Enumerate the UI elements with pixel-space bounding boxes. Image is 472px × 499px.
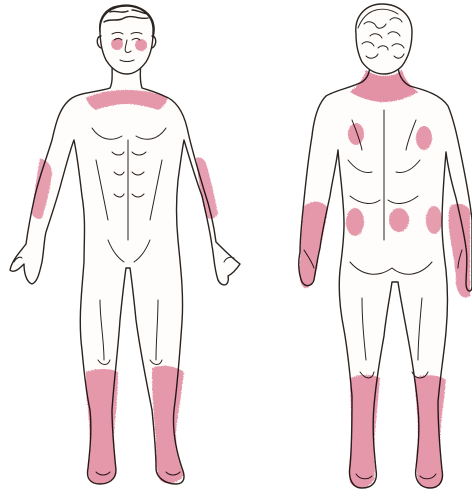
front-body-outline: [10, 62, 240, 484]
back-lesion-lower-leg-right: [414, 375, 446, 488]
back-lesion-scapula-right: [416, 126, 432, 150]
front-figure: [10, 5, 240, 484]
back-lesion-waist-left: [346, 208, 364, 236]
front-lesion-cheek-left: [111, 38, 123, 50]
back-lesion-scapula-left: [348, 123, 364, 145]
front-lesion-cheek-right: [135, 39, 147, 51]
back-figure: [299, 4, 472, 488]
back-lesion-arm-left: [299, 202, 328, 288]
back-lesion-lumbar: [389, 208, 409, 232]
back-lesion-arm-right: [449, 204, 471, 298]
front-lesion-lower-leg-left: [86, 369, 118, 484]
back-head: [356, 4, 412, 74]
back-body-outline: [299, 64, 472, 488]
back-lesion-waist-right: [426, 206, 442, 234]
